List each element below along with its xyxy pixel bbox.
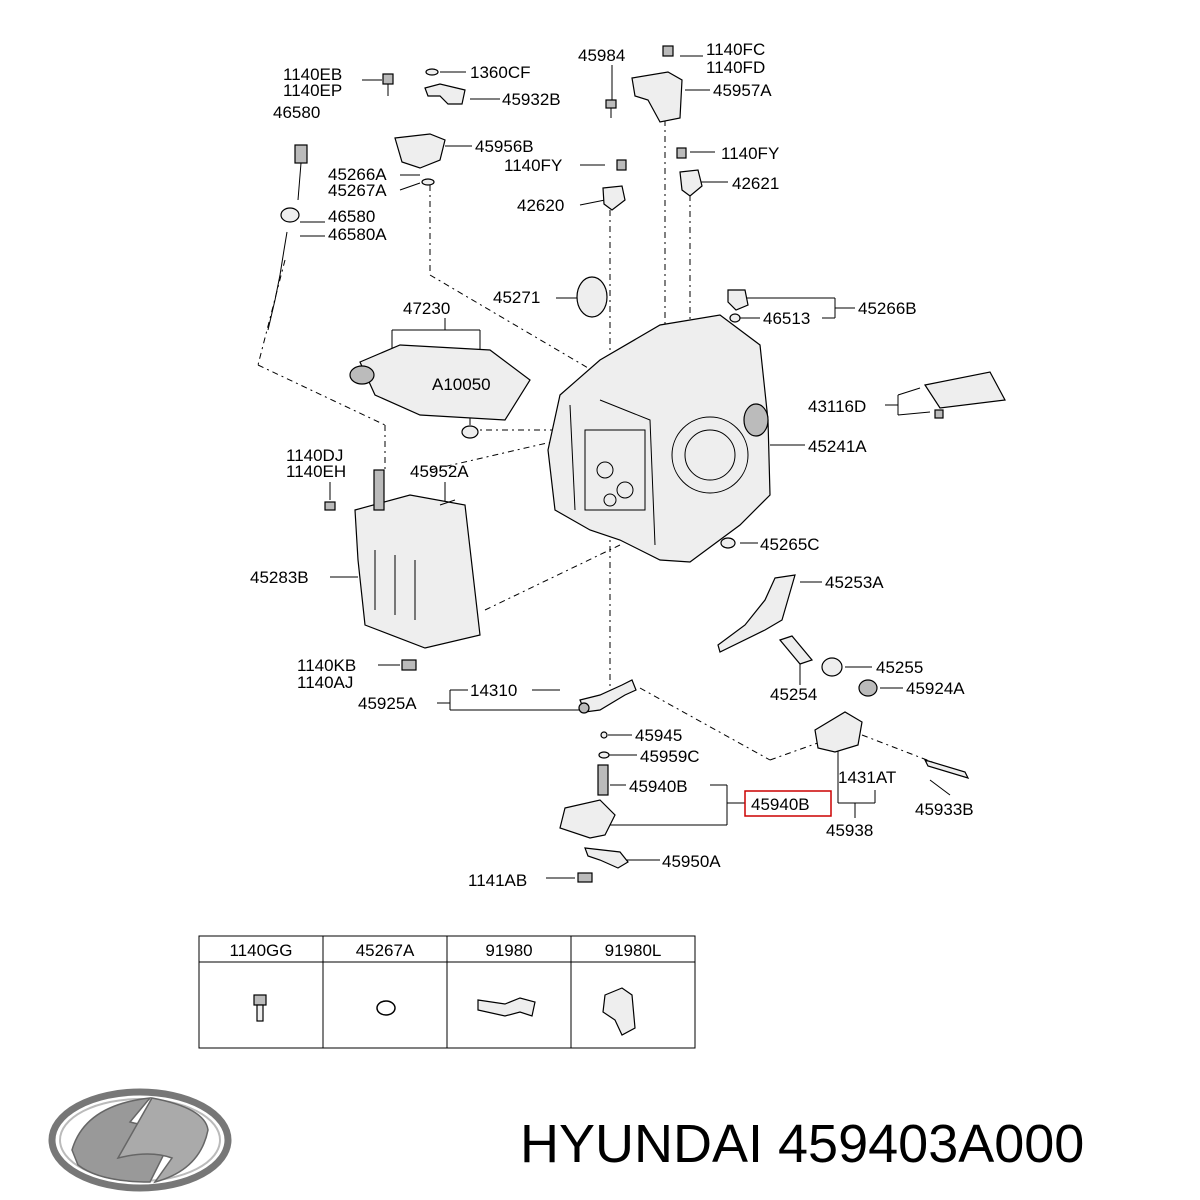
bolt-1140fc [662,45,674,57]
label-45267a: 45267A [328,181,387,200]
bolt-1140fy-a [616,159,627,171]
label-45945: 45945 [635,726,682,745]
table-header-1: 1140GG [229,941,292,960]
table-header-4: 91980L [605,941,662,960]
part-labels: 1140EB 1140EP 46580 1360CF 45932B 45984 … [250,40,974,890]
label-45265c: 45265C [760,535,820,554]
label-1141ab: 1141AB [468,871,527,890]
label-45940b: 45940B [629,777,688,796]
label-1140aj: 1140AJ [297,673,353,692]
gasket-45271 [576,276,608,318]
label-45950a: 45950A [662,852,721,871]
part-number-caption: HYUNDAI 459403A000 [520,1114,1084,1174]
label-45959c: 45959C [640,747,700,766]
washer-45959c [598,751,610,759]
label-45255: 45255 [876,658,923,677]
bracket-91980l-illustration [602,987,636,1036]
bolt-1140dj [324,501,336,511]
label-45241a: 45241A [808,437,867,456]
bolt-45984 [605,99,617,118]
label-1140fc: 1140FC [706,40,765,59]
sensor-42621 [679,169,703,197]
oil-pan-45283b [354,469,481,649]
lever-45253a [717,574,796,653]
label-45952a: 45952A [410,462,469,481]
reference-table: 1140GG 45267A 91980 91980L [198,935,696,1049]
detent-plate-45940b [559,799,616,839]
label-45925a: 45925A [358,694,417,713]
label-45956b: 45956B [475,137,534,156]
sensor-42620 [602,185,626,211]
label-42621: 42621 [732,174,779,193]
oil-filter-47230 [359,344,531,421]
label-45938: 45938 [826,821,873,840]
shaft-45933b [923,759,970,779]
oring-a10050 [461,425,479,439]
label-45932b: 45932B [502,90,561,109]
oring-46513 [729,313,741,323]
bolt-1141ab [577,872,593,883]
clip-45945 [600,731,608,739]
label-47230: 47230 [403,299,450,318]
label-45271: 45271 [493,288,540,307]
hyundai-logo [48,1088,232,1192]
label-1140ep: 1140EP [283,81,342,100]
bolt-1140gg-illustration [253,994,267,1022]
label-46580a: 46580A [328,225,387,244]
label-43116d: 43116D [808,397,866,416]
bracket-45956b [394,133,446,169]
label-1360cf: 1360CF [470,63,530,82]
sensor-45266b [727,289,749,311]
label-1140dj: 1140DJ [286,446,343,465]
label-45266b: 45266B [858,299,917,318]
label-1140fy-a: 1140FY [504,156,562,175]
pin-45254 [778,635,814,665]
label-45984: 45984 [578,46,625,65]
transmission-case-45241a [547,314,771,563]
shaft-45940b [597,764,609,796]
label-1140fy-b: 1140FY [721,144,779,163]
bracket-91980-illustration [477,997,536,1017]
dipstick-46580 [267,144,308,331]
bolt-1140eb [382,73,394,96]
label-45924a: 45924A [906,679,965,698]
bolt-1140kb [401,659,417,671]
label-42620: 42620 [517,196,564,215]
label-45266a: 45266A [328,165,387,184]
table-header-3: 91980 [485,941,532,960]
bracket-45938 [814,711,863,753]
label-1140eb: 1140EB [283,65,342,84]
label-45253a: 45253A [825,573,884,592]
label-45254: 45254 [770,685,817,704]
label-45933b: 45933B [915,800,974,819]
label-1140eh: 1140EH [286,462,346,481]
cable-14310 [579,679,637,713]
washer-1360cf [425,68,439,76]
bracket-45950a [584,847,629,869]
label-45957a: 45957A [713,81,772,100]
label-a10050: A10050 [432,375,491,394]
bushing-45924a [858,679,878,697]
bracket-45957a [631,71,683,123]
label-46513: 46513 [763,309,810,328]
oring-45265c [720,537,736,549]
label-45283b: 45283B [250,568,309,587]
oring-45267a [421,178,435,186]
clip-45932b [424,83,466,105]
label-14310: 14310 [470,681,517,700]
label-46580: 46580 [328,207,375,226]
bushing-45255 [821,657,843,677]
label-1140kb: 1140KB [297,656,356,675]
sealant-tube-43116d [924,371,1006,419]
label-46580-top: 46580 [273,103,320,122]
oring-45267a-illustration [376,1000,396,1016]
label-45940b-highlighted: 45940B [751,795,810,814]
table-header-2: 45267A [356,941,415,960]
part-drawings [267,45,1006,883]
label-1140fd: 1140FD [706,58,765,77]
bolt-1140fy-b [676,147,687,159]
highlight-box [744,790,832,817]
label-1431at: 1431AT [838,768,896,787]
